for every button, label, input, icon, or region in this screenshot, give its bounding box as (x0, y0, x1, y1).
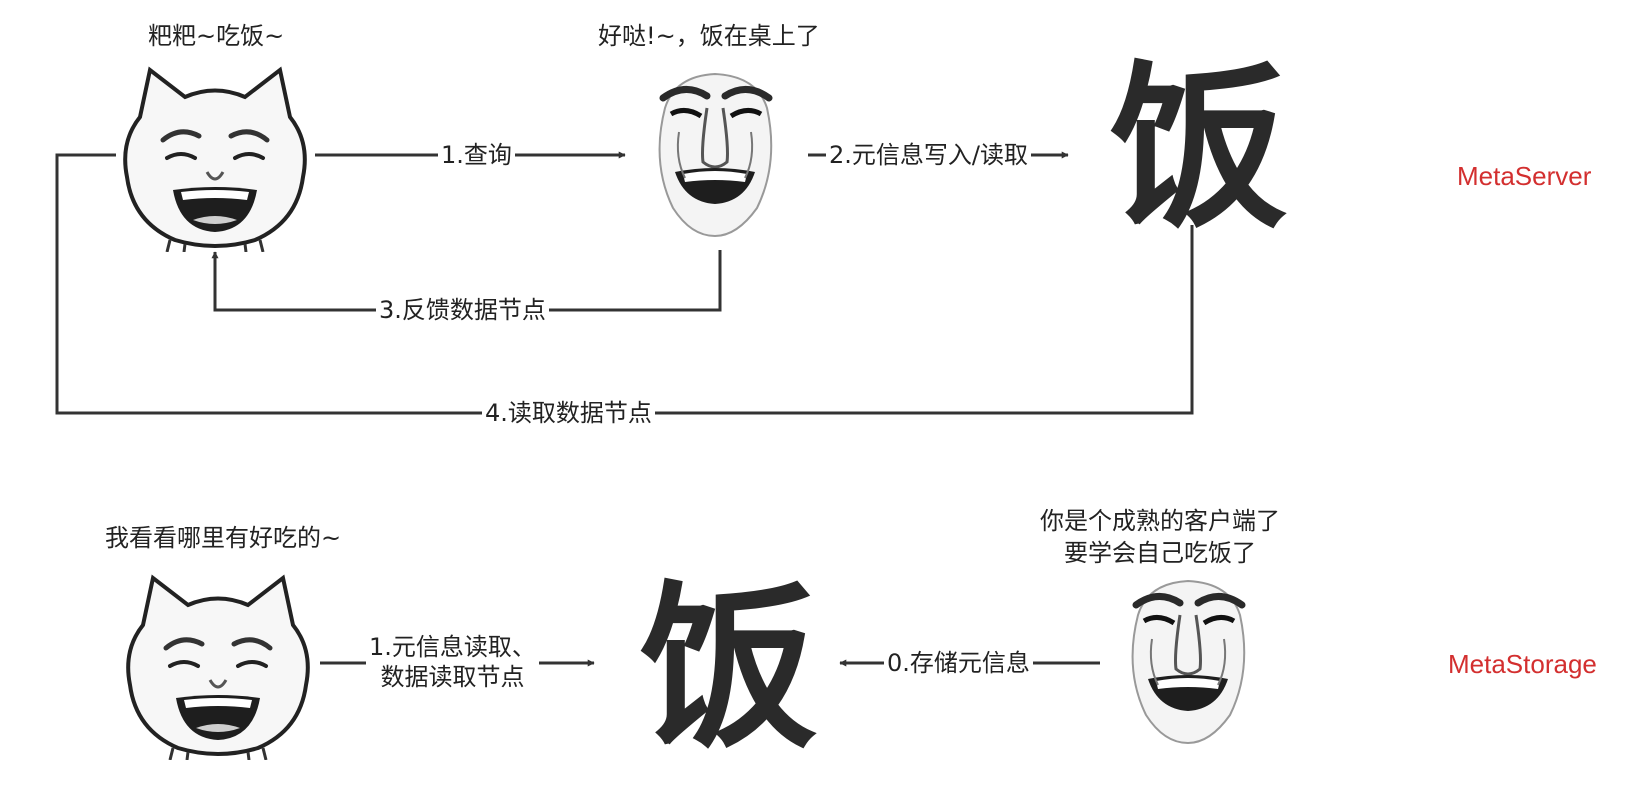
edge-label-feedback: 3.反馈数据节点 (376, 295, 549, 325)
food-glyph-top: 饭 (1110, 45, 1288, 252)
meta-server-tag: MetaServer (1457, 161, 1592, 191)
edge-label-read-meta-line1: 1.元信息读取、 (369, 633, 536, 661)
edge-label-read-meta-line2: 数据读取节点 (380, 663, 525, 691)
long-face-icon-bottom (1131, 579, 1246, 745)
round-face-icon-top (123, 66, 307, 252)
line-read-nodes (55, 153, 1194, 415)
edge-label-read-nodes: 4.读取数据节点 (482, 398, 655, 428)
food-glyph-bottom: 饭 (640, 565, 818, 772)
server-caption-bottom: 你是个成熟的客户端了 要学会自己吃饭了 (1040, 505, 1280, 569)
meta-storage-tag: MetaStorage (1448, 649, 1597, 679)
edge-label-meta-read-write: 2.元信息写入/读取 (826, 140, 1031, 170)
caller-caption-bottom: 我看看哪里有好吃的~ (105, 524, 342, 552)
server-caption-bottom-line2: 要学会自己吃饭了 (1064, 539, 1256, 567)
long-face-icon-top (658, 72, 773, 238)
edge-label-store-meta: 0.存储元信息 (884, 648, 1033, 678)
edge-label-read-meta: 1.元信息读取、 数据读取节点 (366, 632, 539, 692)
caller-caption-top: 粑粑~吃饭~ (148, 22, 285, 50)
edge-label-query: 1.查询 (438, 140, 515, 170)
server-caption-bottom-line1: 你是个成熟的客户端了 (1040, 507, 1280, 535)
server-caption-top: 好哒!~，饭在桌上了 (598, 22, 820, 50)
round-face-icon-bottom (126, 574, 310, 760)
